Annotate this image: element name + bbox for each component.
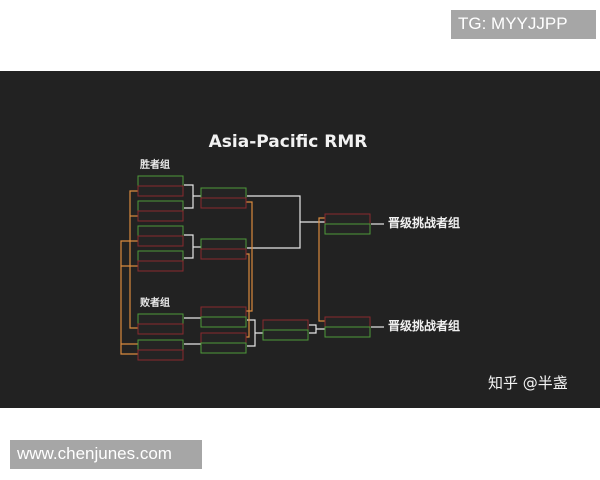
winners-r2-connector bbox=[247, 195, 325, 249]
losers-r1-match-2-top-slot bbox=[137, 339, 184, 351]
winners-r1-match-3-top-slot bbox=[137, 225, 184, 237]
zhihu-watermark: 知乎 @半盏 bbox=[488, 374, 568, 392]
tg-contact-tag: TG: MYYJJPP bbox=[451, 10, 596, 39]
drop-line-wr2-2 bbox=[246, 253, 250, 338]
losers-final-match-bottom-slot bbox=[324, 326, 371, 338]
losers-bracket-label: 败者组 bbox=[140, 296, 170, 309]
winners-r1-connector-1 bbox=[184, 184, 201, 209]
winners-r2-match-1-bottom-slot bbox=[200, 197, 247, 209]
drop-line-w1 bbox=[129, 190, 138, 329]
winners-r1-connector-2 bbox=[184, 234, 201, 259]
winners-r1-match-4-bottom-slot bbox=[137, 260, 184, 272]
losers-final-match-top-slot bbox=[324, 316, 371, 328]
winners-r1-match-2-top-slot bbox=[137, 200, 184, 212]
winners-r2-match-1-top-slot bbox=[200, 187, 247, 199]
website-tag: www.chenjunes.com bbox=[10, 440, 202, 469]
winners-r2-match-2-bottom-slot bbox=[200, 248, 247, 260]
winners-r1-match-1-bottom-slot bbox=[137, 185, 184, 197]
drop-line-winners-final bbox=[318, 217, 325, 322]
winners-r1-match-2-bottom-slot bbox=[137, 210, 184, 222]
winners-r2-match-2-top-slot bbox=[200, 238, 247, 250]
losers-r2-connector bbox=[247, 319, 263, 347]
losers-r3-match-bottom-slot bbox=[262, 329, 309, 341]
winners-r1-match-1-top-slot bbox=[137, 175, 184, 187]
losers-r1-match-1-top-slot bbox=[137, 313, 184, 325]
winners-final-match-bottom-slot bbox=[324, 223, 371, 235]
bracket-title: Asia-Pacific RMR bbox=[209, 132, 368, 152]
advance-label-upper: 晋级挑战者组 bbox=[388, 215, 460, 230]
winners-final-match-top-slot bbox=[324, 213, 371, 225]
losers-r2-match-2-top-slot bbox=[200, 332, 247, 344]
winners-r1-match-3-bottom-slot bbox=[137, 235, 184, 247]
losers-r2-match-1-bottom-slot bbox=[200, 316, 247, 328]
drop-line-w3 bbox=[120, 240, 138, 355]
winners-r1-match-4-top-slot bbox=[137, 250, 184, 262]
advance-label-lower: 晋级挑战者组 bbox=[388, 318, 460, 333]
losers-r1-match-2-bottom-slot bbox=[137, 349, 184, 361]
losers-r3-connector bbox=[309, 324, 325, 334]
match-slots bbox=[137, 175, 371, 361]
losers-r1-match-1-bottom-slot bbox=[137, 323, 184, 335]
losers-r2-match-2-bottom-slot bbox=[200, 342, 247, 354]
losers-r2-match-1-top-slot bbox=[200, 306, 247, 318]
connector-lines bbox=[120, 184, 384, 355]
losers-r3-match-top-slot bbox=[262, 319, 309, 331]
winners-bracket-label: 胜者组 bbox=[139, 158, 170, 171]
